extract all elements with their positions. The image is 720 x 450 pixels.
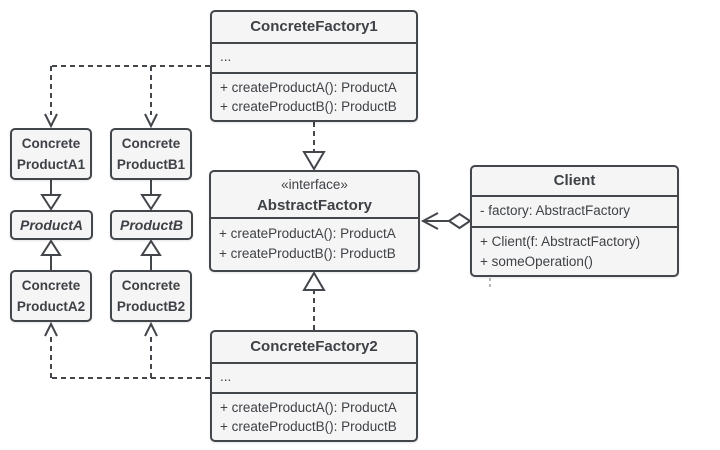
method-item: + createProductA(): ProductA <box>220 80 397 95</box>
class-concretefactory2: ConcreteFactory2 ... + createProductA():… <box>210 330 418 442</box>
attributes-compartment: - factory: AbstractFactory <box>472 195 677 226</box>
hollow-triangle-arrowhead <box>302 151 326 171</box>
attribute-item: ... <box>220 369 232 384</box>
class-title-line: ProductB1 <box>116 157 186 172</box>
attribute-item: - factory: AbstractFactory <box>480 203 631 218</box>
method-item: + Client(f: AbstractFactory) <box>480 234 641 249</box>
class-client: Client - factory: AbstractFactory + Clie… <box>470 165 679 277</box>
open-arrowhead-left <box>420 212 439 230</box>
class-title-line: Concrete <box>121 278 181 293</box>
generalization-concreteproductb2-productb <box>140 239 162 270</box>
class-concreteproductb2: Concrete ProductB2 <box>110 270 192 322</box>
hollow-triangle-arrowhead <box>302 271 326 291</box>
aggregation-diamond <box>447 212 472 230</box>
method-item: + createProductB(): ProductB <box>220 99 397 114</box>
open-arrowhead-up-producta2 <box>44 321 58 337</box>
class-title: AbstractFactory <box>256 197 373 214</box>
title-compartment: «interface» AbstractFactory <box>211 172 418 217</box>
hollow-triangle-arrowhead <box>40 239 62 256</box>
method-item: + createProductA(): ProductA <box>220 400 397 415</box>
attributes-compartment: ... <box>212 362 416 392</box>
aggregation-client-abstractfactory <box>420 212 472 230</box>
class-title-line: Concrete <box>21 136 81 151</box>
open-arrowhead-up-productb2 <box>144 321 158 337</box>
class-concreteproductb1: Concrete ProductB1 <box>110 128 192 180</box>
generalization-concreteproductb1-productb <box>140 180 162 211</box>
open-arrowhead-down-productb1 <box>144 113 158 129</box>
methods-compartment: + createProductA(): ProductA + createPro… <box>212 72 416 120</box>
dependency-concretefactory1-to-products <box>44 65 210 129</box>
class-title-line: ProductA2 <box>16 299 86 314</box>
class-title-line: Concrete <box>121 136 181 151</box>
hollow-triangle-arrowhead <box>140 194 162 211</box>
class-producta: ProductA <box>10 210 93 240</box>
stereotype-label: «interface» <box>281 177 348 192</box>
class-title-line: ProductB2 <box>116 299 186 314</box>
class-title: Client <box>553 172 596 189</box>
open-arrowhead-down-producta1 <box>44 113 58 129</box>
realization-concretefactory1-abstractfactory <box>302 122 326 171</box>
attribute-item: ... <box>220 49 232 64</box>
class-title-line: ProductA1 <box>16 157 86 172</box>
class-productb: ProductB <box>110 210 193 240</box>
class-abstractfactory: «interface» AbstractFactory + createProd… <box>209 170 420 272</box>
method-item: + someOperation() <box>480 254 593 269</box>
methods-compartment: + createProductA(): ProductA + createPro… <box>212 392 416 440</box>
class-title: ProductB <box>120 217 183 233</box>
method-item: + createProductB(): ProductB <box>219 246 396 261</box>
class-title: ConcreteFactory1 <box>250 18 378 35</box>
generalization-concreteproducta2-producta <box>40 239 62 270</box>
class-concreteproducta1: Concrete ProductA1 <box>10 128 92 180</box>
class-title: ProductA <box>20 217 83 233</box>
method-item: + createProductA(): ProductA <box>219 226 396 241</box>
class-title: ConcreteFactory2 <box>250 338 378 355</box>
realization-concretefactory2-abstractfactory <box>302 271 326 330</box>
class-title-line: Concrete <box>21 278 81 293</box>
methods-compartment: + createProductA(): ProductA + createPro… <box>211 217 418 270</box>
generalization-concreteproducta1-producta <box>40 180 62 211</box>
dependency-concretefactory2-to-products <box>44 321 210 379</box>
methods-compartment: + Client(f: AbstractFactory) + someOpera… <box>472 226 677 275</box>
hollow-triangle-arrowhead <box>40 194 62 211</box>
class-concreteproducta2: Concrete ProductA2 <box>10 270 92 322</box>
attributes-compartment: ... <box>212 42 416 72</box>
class-concretefactory1: ConcreteFactory1 ... + createProductA():… <box>210 10 418 122</box>
method-item: + createProductB(): ProductB <box>220 419 397 434</box>
hollow-triangle-arrowhead <box>140 239 162 256</box>
